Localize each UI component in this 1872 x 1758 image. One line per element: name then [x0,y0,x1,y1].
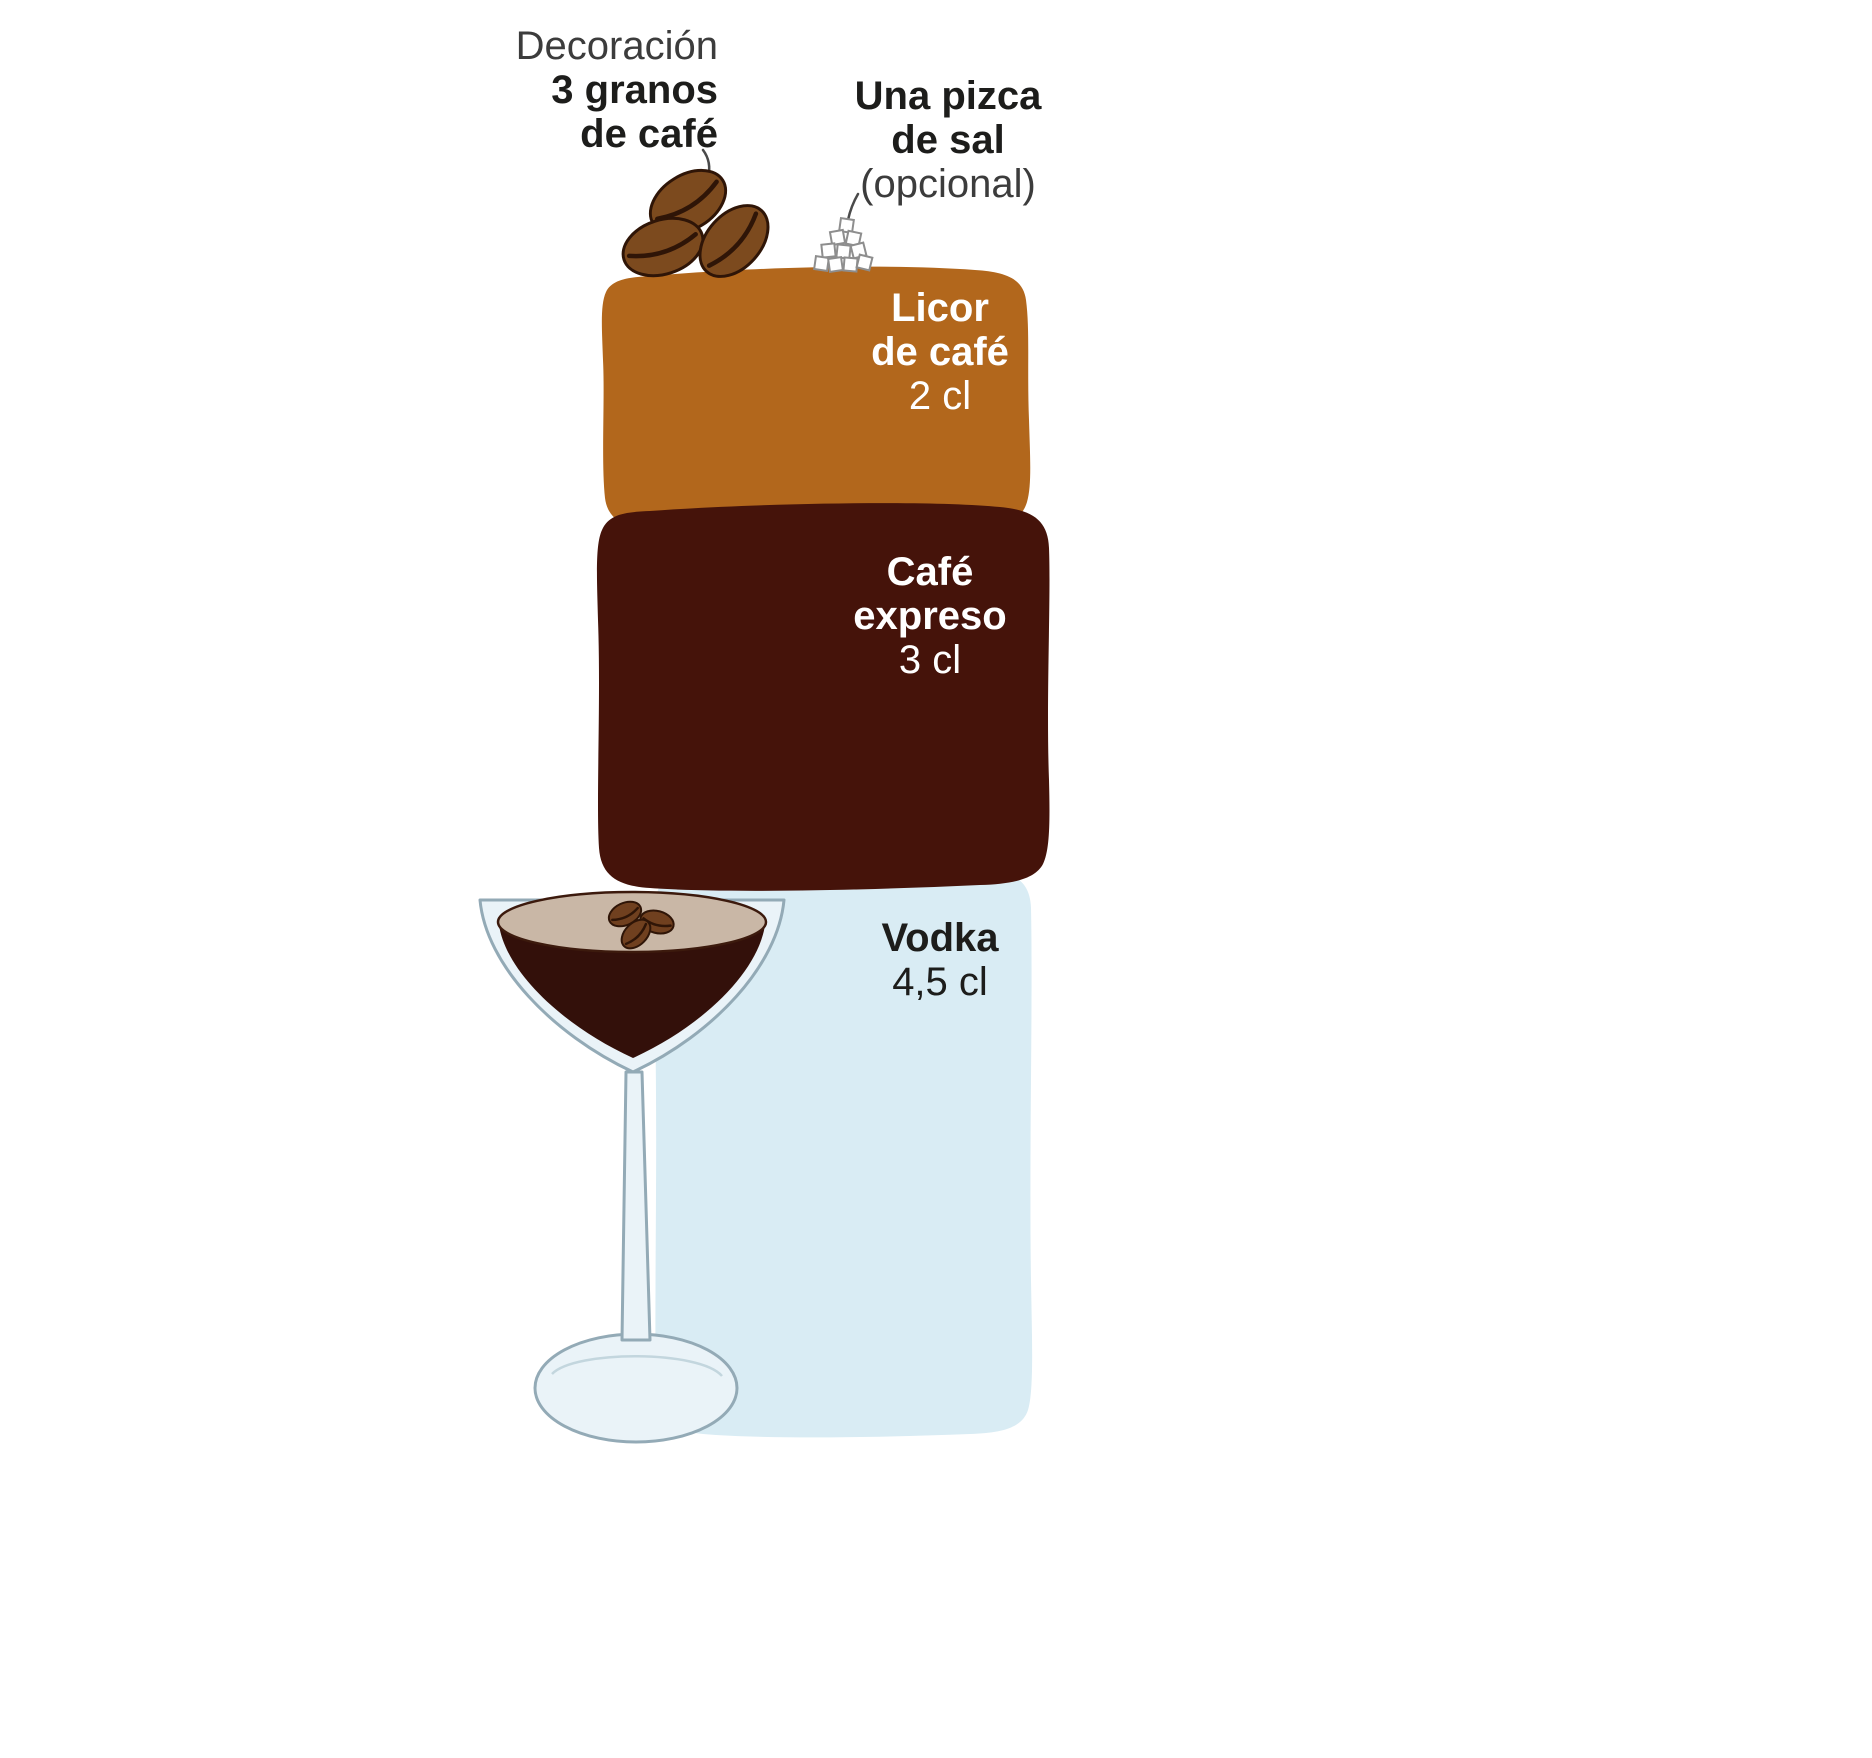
expreso-name-line1: Café [886,550,974,594]
licor-layer-shape [601,266,1031,534]
expreso-name-line2: expreso [853,594,1007,638]
decoration-title: Decoración [515,24,718,68]
decoration-line2: de café [580,112,718,156]
licor-name-line2: de café [871,330,1009,374]
expreso-layer-label: Café expreso 3 cl [778,550,1082,682]
glass-stem [620,1070,652,1342]
expreso-amount: 3 cl [898,638,962,682]
salt-line1: Una pizca [854,74,1042,118]
salt-pinch-icon [813,217,874,273]
decoration-line1: 3 granos [551,68,718,112]
salt-connector-line [846,192,860,222]
coffee-beans-icon [621,168,770,278]
foam-coffee-beans-icon [607,900,675,950]
expreso-layer-shape [596,503,1050,891]
glass-foot [533,1332,739,1444]
salt-line2: de sal [891,118,1005,162]
vodka-name-line1: Vodka [881,916,999,960]
licor-amount: 2 cl [908,374,972,418]
vodka-layer-shape [653,865,1033,1438]
vodka-amount: 4,5 cl [892,960,988,1004]
decoration-annotation: Decoración 3 granos de café [400,24,718,156]
drink-liquid [499,925,765,1058]
licor-layer-label: Licor de café 2 cl [788,286,1092,418]
martini-glass-icon [478,890,786,1444]
salt-note: (opcional) [860,162,1036,206]
glass-foot-highlight [551,1355,723,1377]
salt-annotation: Una pizca de sal (opcional) [795,74,1101,206]
licor-name-line1: Licor [891,286,989,330]
vodka-layer-label: Vodka 4,5 cl [788,916,1092,1004]
